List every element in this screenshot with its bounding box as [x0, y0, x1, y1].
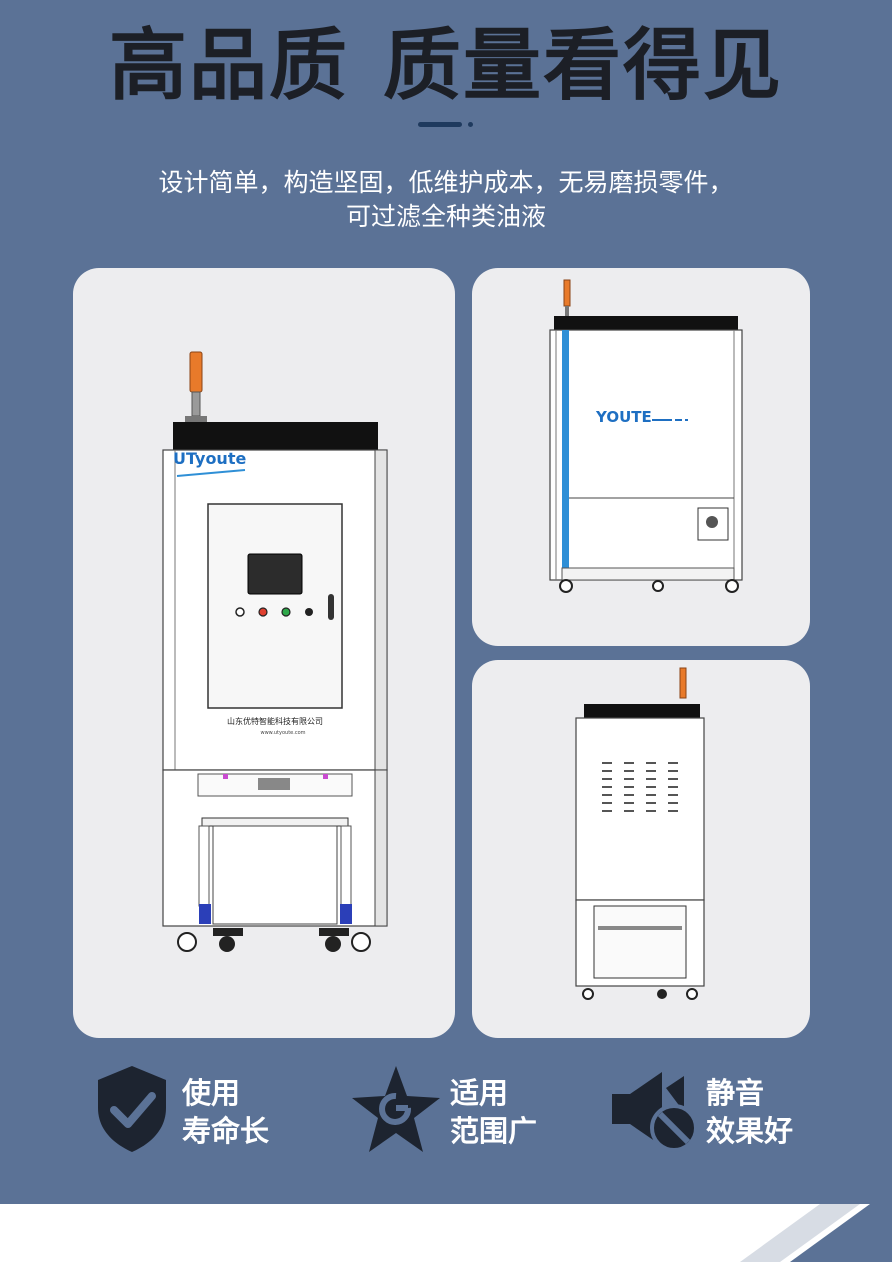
- feature-wide-range-label: 适用 范围广: [450, 1076, 538, 1148]
- front-logo: UTyoute: [173, 449, 246, 468]
- shield-check-icon: [98, 1066, 166, 1152]
- feature-quiet: 静音 效果好: [608, 1064, 828, 1160]
- machine-side-drawing: YOUTE: [549, 279, 743, 593]
- machine-front-drawing: UTyoute 山东优特智能科技有限公司 www.utyoute.com: [162, 351, 388, 952]
- star-badge-icon: [352, 1066, 440, 1152]
- company-name: 山东优特智能科技有限公司: [227, 716, 323, 726]
- headline-right: 质量看得见: [383, 21, 784, 111]
- title-divider: [418, 122, 478, 128]
- feature-quiet-label: 静音 效果好: [706, 1076, 794, 1148]
- bottom-decoration: [0, 1204, 892, 1262]
- company-website: www.utyoute.com: [260, 730, 305, 736]
- machine-back-drawing: [575, 667, 705, 1000]
- feature-long-life-label: 使用 寿命长: [182, 1076, 270, 1148]
- side-logo: YOUTE: [595, 408, 652, 426]
- headline-left: 高品质: [108, 21, 349, 111]
- product-image-front: UTyoute 山东优特智能科技有限公司 www.utyoute.com: [73, 268, 455, 1038]
- product-image-back: [472, 660, 810, 1038]
- speaker-mute-icon: [612, 1072, 698, 1152]
- feature-long-life: 使用 寿命长: [96, 1064, 296, 1160]
- subtitle-line-2: 可过滤全种类油液: [345, 202, 546, 231]
- product-image-side: YOUTE: [472, 268, 810, 646]
- subtitle-line-1: 设计简单，构造坚固，低维护成本，无易磨损零件，: [158, 168, 734, 197]
- feature-wide-range: 适用 范围广: [350, 1064, 570, 1160]
- headline: 高品质质量看得见: [0, 18, 892, 114]
